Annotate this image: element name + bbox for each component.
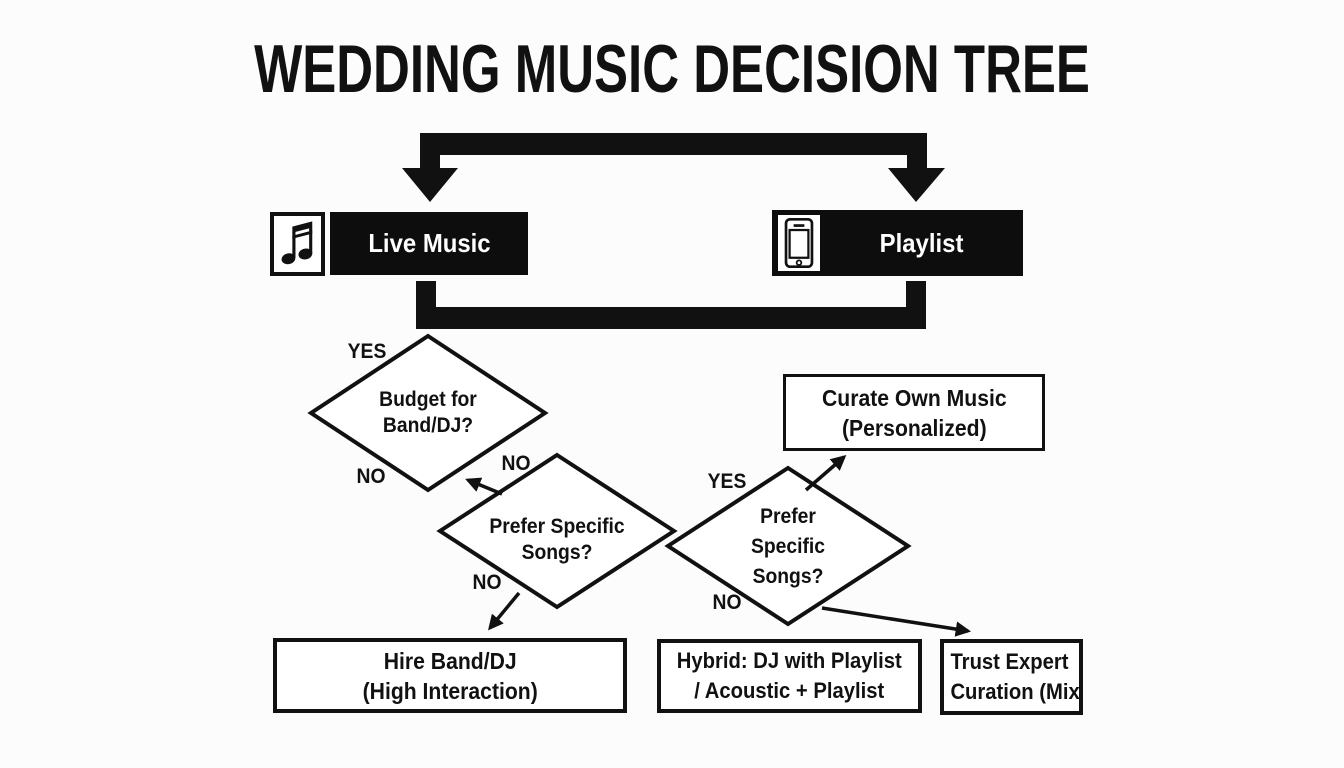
prefer-live-question-line1: Prefer Specific	[489, 515, 625, 538]
music-note-icon	[270, 212, 325, 276]
hire-band-dj-line1: Hire Band/DJ	[383, 647, 517, 674]
budget-question-line1: Budget for	[379, 388, 477, 411]
trust-expert-line2: Curation (Mix	[950, 679, 1080, 704]
curate-own-line1: Curate Own Music	[821, 384, 1007, 411]
trust-expert-text: Trust Expert Curation (Mix	[944, 647, 1080, 707]
curate-own-line2: (Personalized)	[841, 414, 987, 441]
smartphone-icon	[778, 215, 820, 271]
live-music-label: Live Music	[367, 228, 491, 258]
prefer-playlist-question: Prefer Specific Songs?	[751, 502, 825, 592]
option-live-music: Live Music	[330, 212, 528, 275]
option-playlist: Playlist	[772, 210, 1023, 276]
budget-no-label: NO	[356, 465, 386, 488]
prefer-playlist-yes-label: YES	[707, 470, 747, 493]
budget-question-line2: Band/DJ?	[382, 414, 474, 437]
budget-question: Budget for Band/DJ?	[379, 387, 477, 439]
prefer-playlist-no-label: NO	[712, 591, 742, 614]
outcome-curate-own-music: Curate Own Music (Personalized)	[783, 374, 1045, 451]
outcome-hire-band-dj: Hire Band/DJ (High Interaction)	[273, 638, 627, 713]
prefer-live-question: Prefer Specific Songs?	[489, 514, 624, 566]
outcome-trust-expert: Trust Expert Curation (Mix	[940, 639, 1083, 715]
prefer-playlist-question-line3: Songs?	[752, 565, 824, 588]
prefer-playlist-question-line2: Specific	[750, 535, 826, 558]
prefer-live-no-bottom-label: NO	[472, 571, 502, 594]
prefer-live-question-line2: Songs?	[521, 541, 593, 564]
page-title: WEDDING MUSIC DECISION TREE	[254, 31, 1090, 107]
diamond-prefer-songs-playlist	[664, 465, 912, 627]
hire-band-dj-text: Hire Band/DJ (High Interaction)	[362, 646, 537, 706]
prefer-live-no-top-label: NO	[501, 452, 531, 475]
curate-own-text: Curate Own Music (Personalized)	[822, 383, 1007, 443]
playlist-label: Playlist	[879, 227, 964, 258]
hybrid-line2: / Acoustic + Playlist	[694, 678, 885, 703]
arrow-yes-to-curate	[804, 454, 847, 492]
trust-expert-line1: Trust Expert	[950, 649, 1069, 674]
top-split-bracket	[402, 133, 945, 202]
prefer-playlist-question-line1: Prefer	[760, 505, 816, 528]
arrow-no-to-budget	[465, 477, 503, 496]
arrow-no-to-trust	[821, 606, 972, 637]
hybrid-line1: Hybrid: DJ with Playlist	[677, 648, 902, 673]
outcome-hybrid: Hybrid: DJ with Playlist / Acoustic + Pl…	[657, 639, 922, 713]
hire-band-dj-line2: (High Interaction)	[362, 677, 538, 704]
bottom-connector-bracket	[416, 281, 926, 329]
budget-yes-label: YES	[347, 340, 387, 363]
diamond-budget	[307, 333, 549, 493]
arrow-no-to-hire	[488, 591, 521, 631]
hybrid-text: Hybrid: DJ with Playlist / Acoustic + Pl…	[677, 646, 902, 706]
